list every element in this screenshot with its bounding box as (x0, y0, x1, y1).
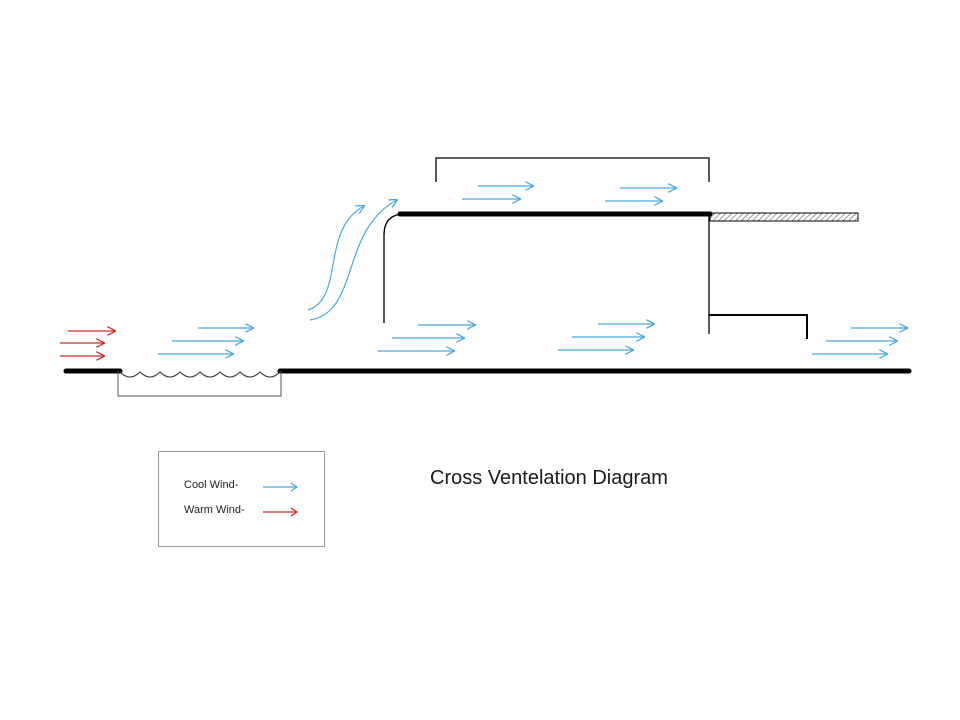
legend-warm-wind-arrow-icon (263, 507, 299, 517)
roof-frame (435, 157, 710, 182)
water-pool (117, 371, 282, 397)
roof-overhang-hatched (709, 212, 859, 222)
cool-wind-curved-arrow (309, 200, 397, 321)
side-structure (709, 314, 808, 339)
building-left-wall (383, 213, 406, 323)
diagram-title: Cross Ventelation Diagram (430, 467, 668, 489)
cool-wind-arrows (158, 186, 907, 354)
building-structure (383, 157, 859, 339)
cool-wind-curved-arrow (307, 206, 364, 311)
legend-label-cool-wind: Cool Wind- (184, 479, 239, 491)
legend-cool-wind-arrow-icon (263, 482, 299, 492)
legend-label-warm-wind: Warm Wind- (184, 504, 245, 516)
legend: Cool Wind- Warm Wind- (158, 451, 325, 547)
warm-wind-arrows (60, 331, 115, 356)
